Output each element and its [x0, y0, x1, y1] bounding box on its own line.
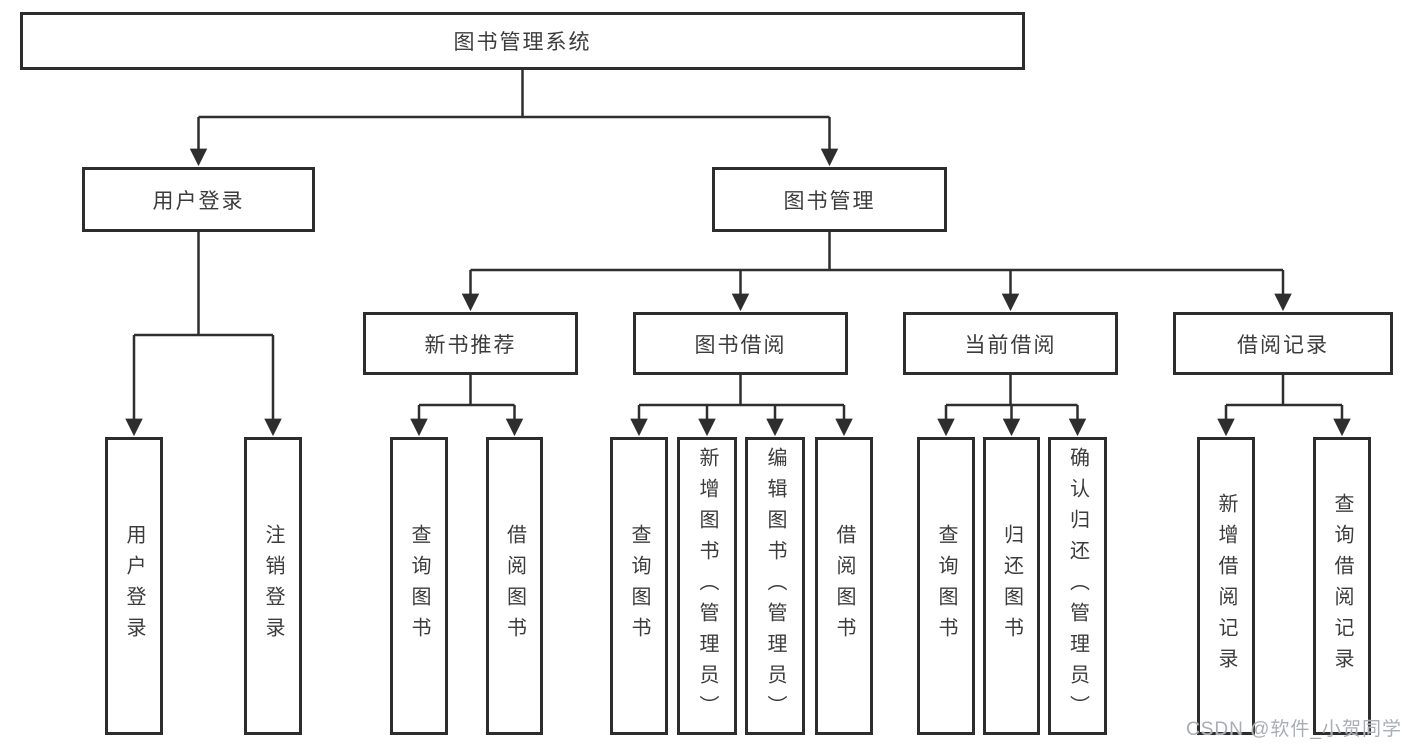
node-user-login: 用户登录	[82, 167, 315, 232]
leaf-query-books-2: 查询图书	[610, 437, 668, 735]
leaf-query-books-1: 查询图书	[390, 437, 448, 735]
leaf-query-borrow-record-label: 查询借阅记录	[1331, 493, 1353, 679]
node-book-management: 图书管理	[712, 167, 947, 232]
leaf-borrow-books-1-label: 借阅图书	[503, 524, 526, 648]
leaf-user-login-label: 用户登录	[123, 524, 145, 648]
leaf-return-book: 归还图书	[983, 437, 1040, 735]
watermark: CSDN @软件_小贺同学	[1186, 719, 1402, 740]
leaf-add-book-admin: 新增图书（管理员）	[677, 437, 737, 735]
node-borrowing-records-label: 借阅记录	[1237, 333, 1329, 357]
leaf-add-borrow-record-label: 新增借阅记录	[1215, 493, 1237, 679]
leaf-edit-book-admin-label: 编辑图书（管理员）	[764, 446, 786, 726]
leaf-confirm-return-admin: 确认归还（管理员）	[1048, 437, 1107, 735]
leaf-borrow-books-2: 借阅图书	[815, 437, 873, 735]
node-user-login-label: 用户登录	[152, 189, 245, 213]
leaf-add-borrow-record: 新增借阅记录	[1197, 437, 1255, 735]
node-current-borrowing-label: 当前借阅	[964, 333, 1057, 357]
connector-group	[125, 70, 1351, 437]
leaf-borrow-books-1: 借阅图书	[486, 437, 543, 735]
leaf-query-borrow-record: 查询借阅记录	[1313, 437, 1371, 735]
leaf-user-login: 用户登录	[105, 437, 163, 735]
leaf-confirm-return-admin-label: 确认归还（管理员）	[1066, 446, 1089, 726]
leaf-logout-label: 注销登录	[262, 524, 284, 648]
leaf-borrow-books-2-label: 借阅图书	[833, 524, 855, 648]
leaf-add-book-admin-label: 新增图书（管理员）	[696, 446, 718, 726]
leaf-query-books-1-label: 查询图书	[408, 524, 430, 648]
leaf-query-books-3-label: 查询图书	[935, 524, 957, 648]
node-book-management-label: 图书管理	[783, 189, 876, 213]
leaf-logout: 注销登录	[244, 437, 302, 735]
node-current-borrowing: 当前借阅	[903, 312, 1118, 375]
node-book-borrowing-label: 图书借阅	[694, 333, 787, 357]
node-new-book-recommend-label: 新书推荐	[424, 333, 517, 357]
node-new-book-recommend: 新书推荐	[363, 312, 578, 375]
node-root: 图书管理系统	[20, 12, 1025, 70]
leaf-query-books-2-label: 查询图书	[628, 524, 650, 648]
node-root-label: 图书管理系统	[453, 31, 592, 54]
leaf-edit-book-admin: 编辑图书（管理员）	[745, 437, 805, 735]
node-borrowing-records: 借阅记录	[1173, 312, 1393, 375]
leaf-return-book-label: 归还图书	[1000, 524, 1023, 648]
leaf-query-books-3: 查询图书	[917, 437, 975, 735]
node-book-borrowing: 图书借阅	[633, 312, 848, 375]
